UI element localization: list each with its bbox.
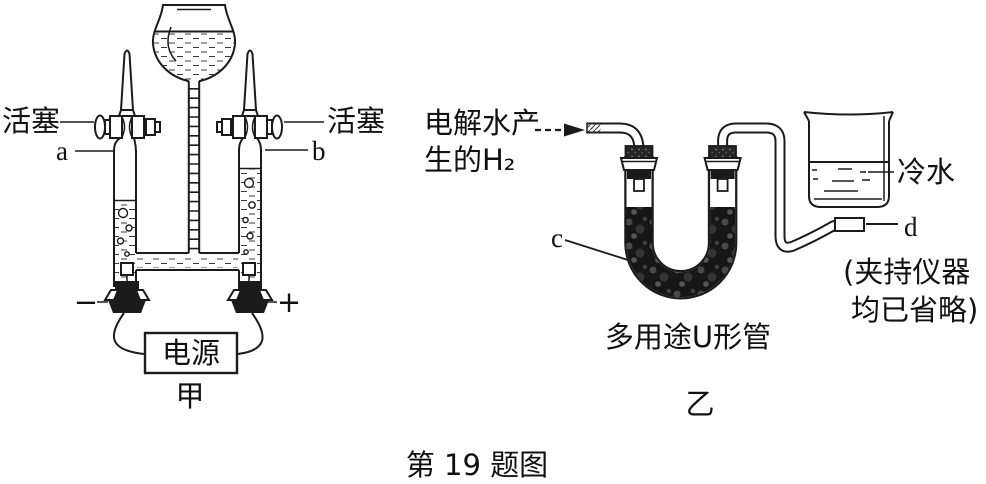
positive-terminal-label: + <box>277 285 301 319</box>
electrode-left <box>120 262 134 276</box>
beaker <box>803 111 894 208</box>
utube-apparatus: 电解水产 生的H₂ c 冷水 d (夹持仪器 均已省略) 多用途U形管 乙 <box>424 106 978 421</box>
stopcock-left-label: 活塞 <box>2 104 60 138</box>
stopper-left <box>619 145 659 192</box>
apparatus-yi-label: 乙 <box>685 387 714 421</box>
funnel <box>151 4 237 82</box>
connecting-tube <box>136 252 239 271</box>
cold-water-label: 冷水 <box>897 155 955 189</box>
wire-right <box>237 312 264 355</box>
point-d-label: d <box>904 212 918 242</box>
tube-a-label: a <box>56 136 68 166</box>
note-line1: (夹持仪器 <box>843 255 970 289</box>
stopcock-left <box>94 49 161 140</box>
power-supply-label: 电源 <box>162 336 220 370</box>
tube-end-d <box>834 217 865 232</box>
funnel-stem <box>187 80 201 253</box>
electrolysis-apparatus: − + 电源 甲 <box>2 4 385 413</box>
stopcock-right <box>216 49 283 140</box>
stopper-right <box>703 145 742 192</box>
gas-label-line1: 电解水产 <box>424 106 540 140</box>
electrode-right <box>242 262 256 276</box>
figure-caption: 第 19 题图 <box>406 448 548 482</box>
tube-b <box>238 137 262 287</box>
tube-b-label: b <box>312 136 326 166</box>
tube-a <box>113 137 137 287</box>
electrode-base-right <box>226 281 277 313</box>
electrode-base-left <box>97 281 151 313</box>
gas-flow-arrow-icon <box>535 123 585 137</box>
stopcock-right-label: 活塞 <box>327 104 385 138</box>
gas-label-line2: 生的H₂ <box>424 143 515 177</box>
note-line2: 均已省略) <box>851 293 978 327</box>
outlet-tube <box>717 122 865 253</box>
power-supply-box <box>143 331 239 375</box>
black-powder-fill <box>626 207 736 298</box>
apparatus-jia-label: 甲 <box>175 379 204 413</box>
u-tube <box>624 156 738 300</box>
wire-left <box>112 312 145 355</box>
negative-terminal-label: − <box>74 285 98 319</box>
utube-caption: 多用途U形管 <box>605 320 771 354</box>
point-c-label: c <box>551 223 563 253</box>
